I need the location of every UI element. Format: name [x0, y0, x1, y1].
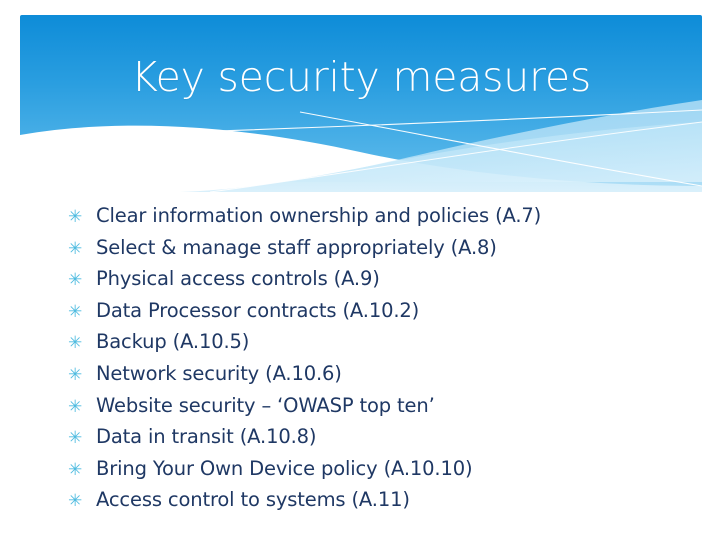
bullet-item-9: ✳ Bring Your Own Device policy (A.10.10)	[68, 453, 688, 485]
bullet-item-7: ✳ Website security – ‘OWASP top ten’	[68, 390, 688, 422]
bullet-item-2: ✳ Select & manage staff appropriately (A…	[68, 232, 688, 264]
bullet-item-10: ✳ Access control to systems (A.11)	[68, 484, 688, 516]
banner-line-rising	[20, 109, 702, 138]
bullet-item-8: ✳ Data in transit (A.10.8)	[68, 421, 688, 453]
asterisk-bullet-icon: ✳	[68, 459, 83, 480]
bullet-item-label: Data in transit (A.10.8)	[96, 425, 317, 449]
bullet-list: ✳ Clear information ownership and polici…	[68, 200, 688, 516]
bullet-item-5: ✳ Backup (A.10.5)	[68, 326, 688, 358]
bullet-item-label: Data Processor contracts (A.10.2)	[96, 298, 420, 322]
asterisk-bullet-icon: ✳	[68, 207, 83, 227]
asterisk-bullet-icon: ✳	[68, 270, 83, 291]
banner-clip-group	[20, 15, 702, 193]
bullet-item-4: ✳ Data Processor contracts (A.10.2)	[68, 295, 688, 327]
asterisk-bullet-icon: ✳	[68, 333, 83, 354]
asterisk-bullet-icon: ✳	[68, 301, 83, 322]
bullet-item-label: Clear information ownership and policies…	[96, 204, 542, 227]
bullet-item-6: ✳ Network security (A.10.6)	[68, 358, 688, 390]
bullet-item-label: Network security (A.10.6)	[96, 361, 342, 385]
banner-line-descending	[299, 111, 702, 187]
banner-pale-wave-a	[180, 122, 702, 192]
bullet-item-label: Bring Your Own Device policy (A.10.10)	[96, 456, 473, 480]
asterisk-bullet-icon: ✳	[68, 364, 83, 385]
bullet-item-3: ✳ Physical access controls (A.9)	[68, 263, 688, 295]
bullet-item-label: Backup (A.10.5)	[96, 330, 250, 354]
asterisk-bullet-icon: ✳	[68, 238, 83, 259]
bullet-item-label: Select & manage staff appropriately (A.8…	[96, 235, 497, 259]
banner-line-lower-sweep	[209, 121, 702, 193]
asterisk-bullet-icon: ✳	[68, 428, 83, 449]
bullet-item-1: ✳ Clear information ownership and polici…	[68, 200, 688, 232]
asterisk-bullet-icon: ✳	[68, 396, 83, 417]
bullet-item-label: Physical access controls (A.9)	[96, 267, 380, 291]
asterisk-bullet-icon: ✳	[68, 491, 83, 512]
bullet-item-label: Website security – ‘OWASP top ten’	[96, 393, 435, 417]
banner-pale-wave-b	[290, 100, 702, 182]
bullet-item-label: Access control to systems (A.11)	[96, 488, 410, 512]
slide-title: Key security measures	[130, 53, 592, 101]
